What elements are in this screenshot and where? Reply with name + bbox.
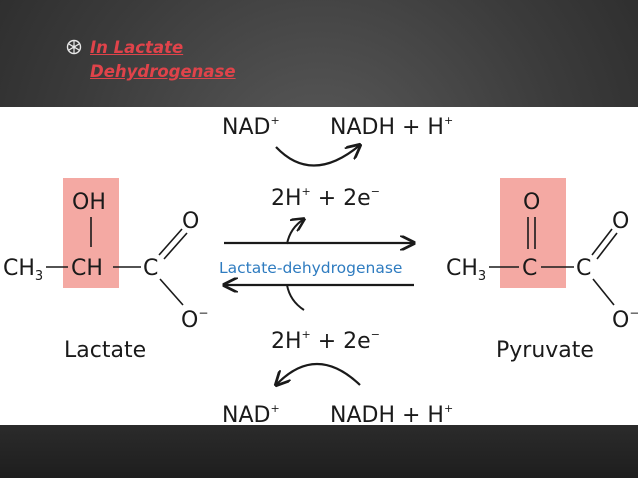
top-nadh-label: NADH + H+ [330,114,453,140]
bottom-curved-arrow [276,363,361,385]
lactate-o-top: O [182,209,199,234]
pyruvate-o-bottom: O− [612,306,638,333]
pyruvate-c-mid: C [522,256,537,281]
pyruvate-ch3: CH3 [446,256,486,284]
reaction-svg: NAD+ NADH + H+ 2H+ + 2e− Lactate-dehydro… [3,114,638,425]
lactate-single-bond [159,278,184,306]
lactate-oh: OH [72,190,106,215]
lactate-ch: CH [71,256,103,281]
top-electrons-label: 2H+ + 2e− [271,185,380,211]
lactate-double-bond-b [163,232,188,260]
pyruvate-highlight [500,178,566,288]
lactate-c: C [143,256,158,281]
top-curved-arrow [275,145,360,167]
wheel-bullet-icon [66,39,82,55]
lactate-ch3: CH3 [3,256,43,284]
bottom-nadh-label: NADH + H+ [330,402,453,425]
bullet-item: In Lactate Dehydrogenase [66,36,270,84]
pyruvate-o-top: O [612,209,629,234]
pyruvate-double-bond-b [596,232,618,260]
lactate-name: Lactate [64,338,146,363]
pyruvate-name: Pyruvate [496,338,594,363]
pyruvate-single-bond [592,278,615,306]
enzyme-label: Lactate-dehydrogenase [219,259,402,277]
slide-bottom-band [0,425,638,478]
bottom-small-arrow [286,284,305,311]
pyruvate-c: C [576,256,591,281]
pyruvate-o-keto: O [523,190,540,215]
lactate-o-bottom: O− [181,306,208,333]
bottom-electrons-label: 2H+ + 2e− [271,328,380,354]
reaction-diagram: NAD+ NADH + H+ 2H+ + 2e− Lactate-dehydro… [0,107,638,425]
bullet-text[interactable]: In Lactate Dehydrogenase [90,38,236,81]
lactate-double-bond-a [158,228,183,256]
bottom-nad-label: NAD+ [222,402,280,425]
top-small-arrow [286,219,304,245]
top-nad-label: NAD+ [222,114,280,140]
pyruvate-double-bond-a [591,228,613,256]
